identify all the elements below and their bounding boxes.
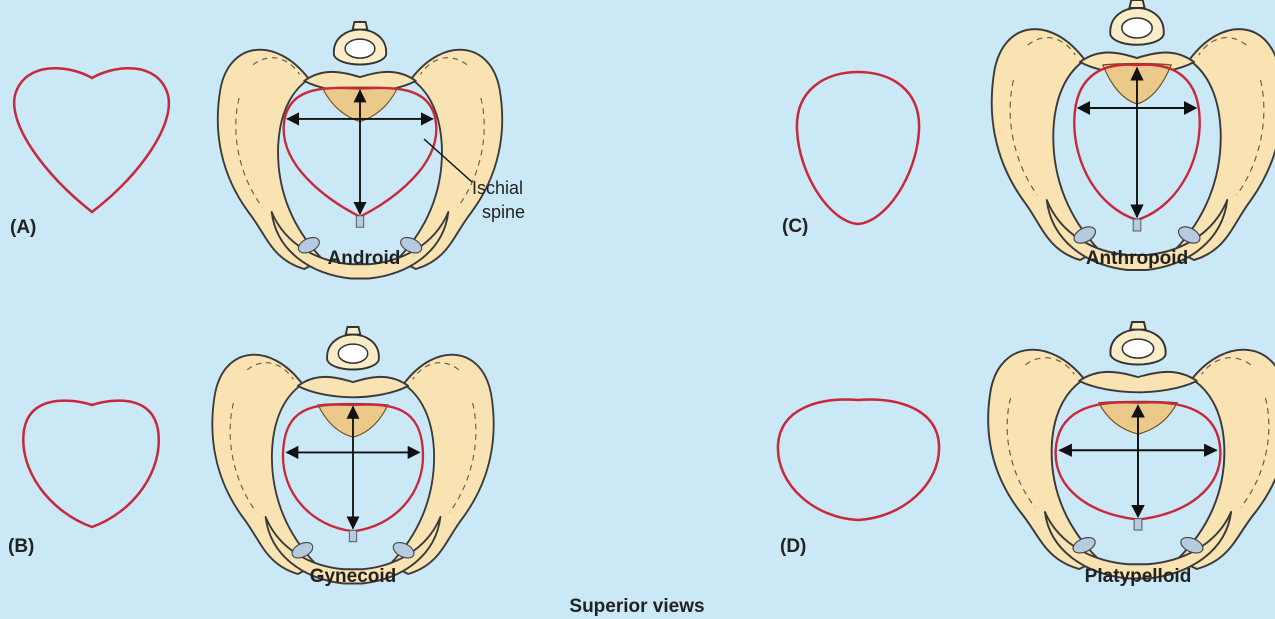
gynecoid-label: Gynecoid	[310, 566, 397, 587]
panel-gynecoid: (B) Gynecoid	[8, 327, 494, 587]
panel-android: (A) Android Ischial spine	[10, 22, 525, 279]
ischial-spine-label-line2: spine	[482, 202, 525, 222]
gynecoid-inlet-shape	[23, 401, 158, 527]
anthropoid-label: Anthropoid	[1086, 248, 1188, 269]
panel-letter-c: (C)	[782, 216, 808, 237]
ischial-spine-label-line1: Ischial	[472, 178, 523, 198]
android-inlet-shape	[14, 68, 169, 212]
caption-superior-views: Superior views	[569, 596, 704, 617]
panel-platypelloid: (D) Platypelloid	[778, 322, 1275, 587]
anthropoid-inlet-shape	[797, 72, 919, 224]
platypelloid-label: Platypelloid	[1085, 566, 1192, 587]
panel-anthropoid: (C) Anthropoid	[782, 0, 1275, 270]
android-pelvis	[218, 22, 502, 279]
platypelloid-pelvis	[988, 322, 1275, 579]
panel-letter-a: (A)	[10, 217, 36, 238]
panel-letter-b: (B)	[8, 536, 34, 557]
gynecoid-pelvis	[212, 327, 493, 584]
android-label: Android	[328, 248, 401, 269]
platypelloid-inlet-shape	[778, 400, 939, 520]
panel-letter-d: (D)	[780, 536, 806, 557]
anthropoid-pelvis	[992, 0, 1275, 270]
